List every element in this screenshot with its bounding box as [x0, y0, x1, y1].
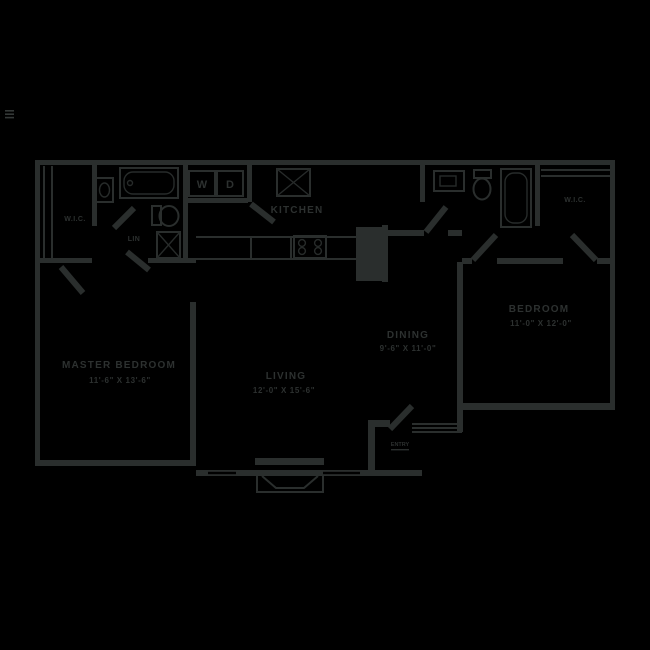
- master-closet-label: W.I.C.: [64, 216, 85, 223]
- washer-box: [188, 170, 216, 197]
- laundry-door-swing: [249, 201, 276, 225]
- linen-closet-label: LIN: [128, 236, 140, 243]
- master-door-swing: [58, 265, 86, 295]
- window: [323, 470, 360, 476]
- bedroom-dimensions: 11'-0" X 12'-0": [510, 319, 572, 328]
- bath2-door-swing: [423, 205, 449, 234]
- master-bedroom-dimensions: 11'-6" X 13'-6": [89, 376, 151, 385]
- entry-door-swing: [387, 403, 415, 432]
- kitchen-label: KITCHEN: [271, 205, 324, 216]
- dining-room-dimensions: 9'-6" X 11'-0": [380, 344, 437, 353]
- window: [208, 470, 236, 476]
- interior-walls: [40, 160, 610, 466]
- dryer-box: [216, 170, 244, 197]
- entry-bay: [255, 458, 324, 493]
- living-room-dimensions: 12'-0" X 15'-6": [253, 386, 315, 395]
- living-room-label: LIVING: [266, 371, 307, 382]
- washer-label: W: [197, 179, 208, 191]
- dryer-label: D: [226, 179, 234, 191]
- sink-icon: [95, 177, 114, 203]
- linen-door-swing: [125, 249, 151, 273]
- closet-rod: [43, 166, 53, 258]
- range-icon: [293, 235, 327, 259]
- closet-rod: [541, 169, 610, 177]
- exterior-walls: [35, 160, 615, 476]
- entry-label-underline: [391, 449, 409, 451]
- bedroom-closet-label: W.I.C.: [564, 197, 585, 204]
- pantry-icon: [276, 168, 311, 197]
- bedroom-door-swing: [470, 232, 499, 263]
- refrigerator-icon: [356, 227, 386, 281]
- bedroom-label: BEDROOM: [509, 304, 570, 315]
- vanity-icon: [156, 231, 181, 259]
- wic2-door-swing: [569, 232, 599, 263]
- bath1-door-swing: [111, 205, 137, 231]
- toilet-icon: [151, 205, 180, 227]
- window: [412, 423, 462, 433]
- dining-room-label: DINING: [387, 330, 429, 341]
- master-bedroom-label: MASTER BEDROOM: [62, 360, 176, 371]
- bathtub-icon: [119, 167, 179, 199]
- vanity-icon: [433, 170, 465, 192]
- toilet-icon: [472, 169, 492, 201]
- entry-label: ENTRY: [391, 442, 410, 448]
- bathtub-icon: [500, 168, 532, 228]
- entry-wall: [368, 420, 390, 476]
- kitchen-counter: [196, 236, 382, 260]
- stray-marks: [5, 110, 14, 119]
